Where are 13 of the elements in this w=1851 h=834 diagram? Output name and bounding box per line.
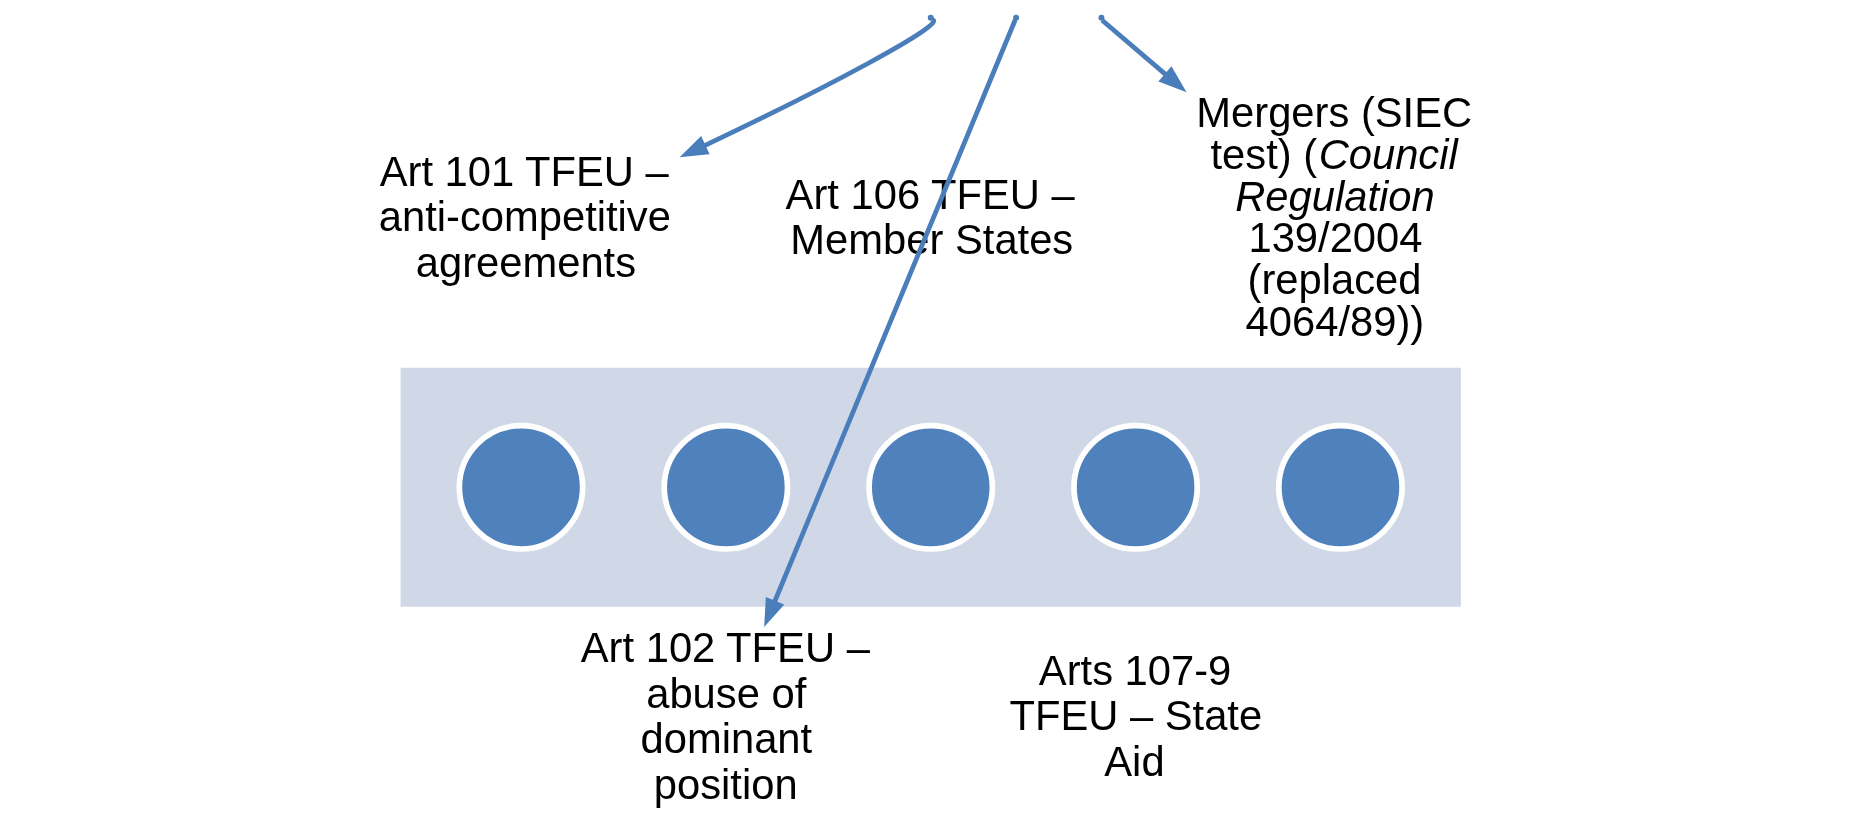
arrow bbox=[1100, 18, 1187, 93]
arrow bbox=[763, 18, 1017, 628]
node-text: Art 101 TFEU – anti-competitive agreements bbox=[378, 147, 671, 286]
node-circle bbox=[1070, 422, 1200, 552]
node-circle bbox=[865, 422, 995, 552]
node-circle bbox=[1275, 422, 1405, 552]
node-text: Arts 107-9 TFEU – State Aid bbox=[1008, 646, 1262, 785]
cluster bbox=[400, 367, 1461, 607]
node-text: Mergers (SIEC test) (Council Regulation 139/2004 (replaced 4064/89)) bbox=[1195, 89, 1472, 345]
node-circle bbox=[660, 422, 790, 552]
arrow bbox=[679, 18, 935, 158]
node-text: Art 102 TFEU – abuse of dominant position bbox=[580, 624, 870, 808]
node-circle bbox=[456, 422, 585, 552]
